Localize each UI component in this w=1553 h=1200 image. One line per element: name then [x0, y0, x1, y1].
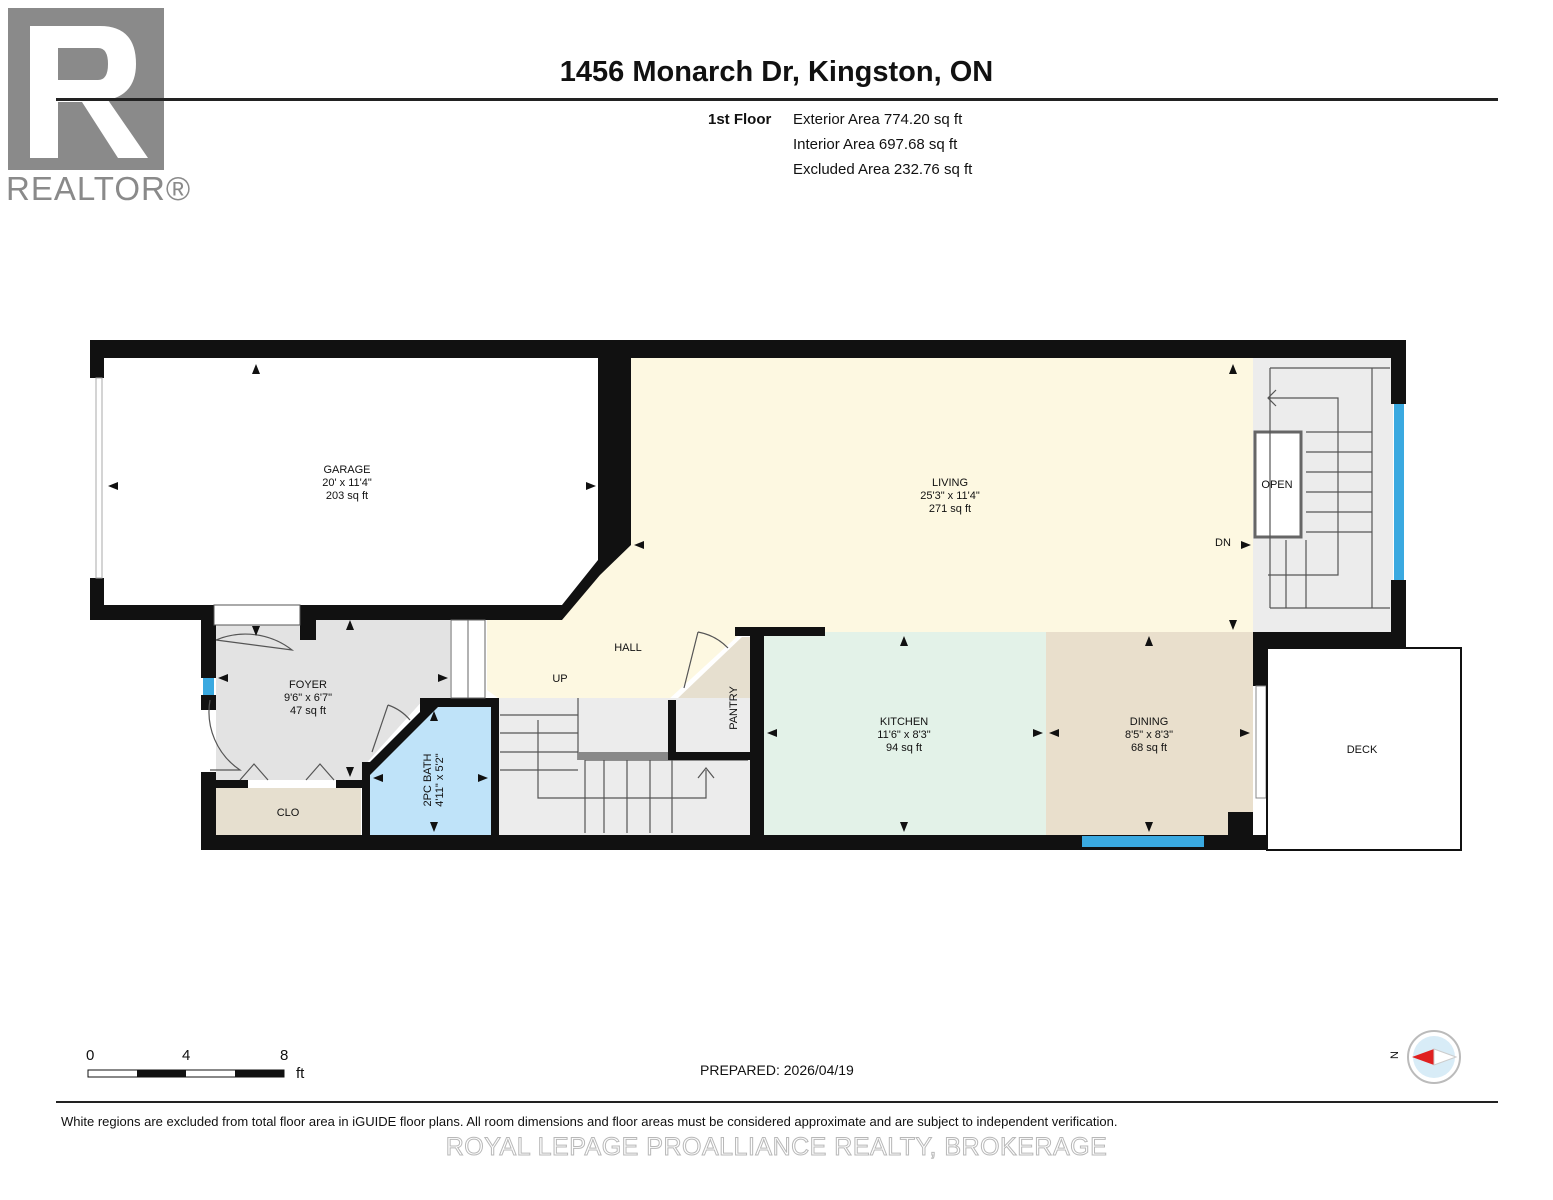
- foyer-dims: 9'6" x 6'7": [284, 692, 332, 704]
- scale-tick-8: 8: [280, 1047, 289, 1064]
- kitchen-area: 94 sq ft: [886, 742, 922, 754]
- stairs-down: [1267, 367, 1390, 609]
- footer-divider: [56, 1101, 1498, 1103]
- excluded-area: Excluded Area 232.76 sq ft: [793, 161, 973, 178]
- open-fill: [1253, 430, 1303, 539]
- kitchen-fill: [763, 632, 1046, 835]
- scale-unit: ft: [296, 1065, 305, 1082]
- garage-area: 203 sq ft: [326, 490, 368, 502]
- bath-name: 2PC BATH: [422, 753, 434, 806]
- living-name: LIVING: [932, 477, 968, 489]
- garage-fill: [104, 358, 598, 605]
- dining-area: 68 sq ft: [1131, 742, 1167, 754]
- header-divider: [56, 98, 1498, 101]
- windows: [95, 377, 1404, 847]
- doors: [208, 631, 729, 781]
- dining-fill: [1046, 632, 1253, 835]
- kitchen-name: KITCHEN: [880, 716, 928, 728]
- pantry-name: PANTRY: [728, 686, 740, 730]
- deck-fill: [1266, 647, 1462, 851]
- scale-tick-0: 0: [86, 1047, 95, 1064]
- page-title: 1456 Monarch Dr, Kingston, ON: [559, 56, 994, 88]
- dining-name: DINING: [1130, 716, 1169, 728]
- kitchen-dims: 11'6" x 8'3": [877, 729, 930, 741]
- north-label: N: [1388, 1051, 1401, 1059]
- closet-name: CLO: [277, 807, 300, 819]
- brokerage-watermark: ROYAL LEPAGE PROALLIANCE REALTY, BROKERA…: [445, 1133, 1108, 1162]
- realtor-logo: [8, 8, 164, 170]
- dining-dims: 8'5" x 8'3": [1125, 729, 1173, 741]
- exterior-area: Exterior Area 774.20 sq ft: [793, 111, 963, 128]
- stairs-down-label: DN: [1215, 537, 1231, 549]
- foyer-area: 47 sq ft: [290, 705, 326, 717]
- prepared-date: PREPARED: 2026/04/19: [700, 1062, 854, 1078]
- foyer-fill: [216, 620, 450, 780]
- living-dims: 25'3" x 11'4": [920, 490, 980, 502]
- living-room-fill: [487, 358, 1253, 752]
- garage-dims: 20' x 11'4": [322, 477, 372, 489]
- floor-label: 1st Floor: [708, 111, 772, 128]
- stair-landing-wall: [578, 752, 668, 760]
- garage-name: GARAGE: [323, 464, 370, 476]
- open-label: OPEN: [1261, 479, 1292, 491]
- walls: [90, 340, 1406, 850]
- realtor-wordmark: REALTOR®: [6, 170, 192, 207]
- closet-fill: [216, 788, 361, 836]
- bath-dims: 4'11" x 5'2": [434, 753, 446, 806]
- stairs-up-label: UP: [552, 673, 567, 685]
- dimension-markers: [108, 364, 1251, 832]
- stairwell-up-fill: [498, 698, 750, 835]
- interior-area: Interior Area 697.68 sq ft: [793, 136, 958, 153]
- foyer-name: FOYER: [289, 679, 327, 691]
- scale-tick-4: 4: [182, 1047, 191, 1064]
- deck-name: DECK: [1347, 744, 1378, 756]
- living-area: 271 sq ft: [929, 503, 971, 515]
- scale-bar: [87, 1069, 285, 1078]
- hall-name: HALL: [614, 642, 642, 654]
- disclaimer: White regions are excluded from total fl…: [61, 1114, 1118, 1129]
- compass-icon: [1407, 1030, 1461, 1084]
